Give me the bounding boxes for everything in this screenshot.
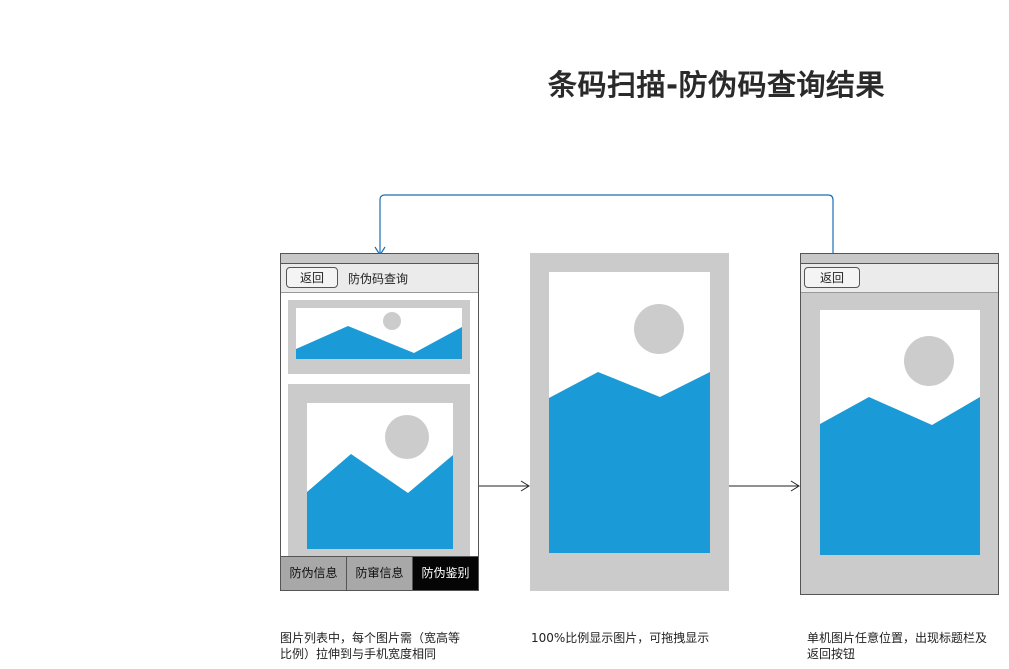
caption-screen2: 100%比例显示图片，可拖拽显示 xyxy=(531,630,709,646)
caption-line: 比例）拉伸到与手机宽度相同 xyxy=(280,647,437,661)
page-title: 条码扫描-防伪码查询结果 xyxy=(548,68,886,102)
tab-authentication[interactable]: 防伪鉴别 xyxy=(413,557,478,590)
image-placeholder-icon xyxy=(296,308,462,359)
bottom-tab-bar: 防伪信息 防窜信息 防伪鉴别 xyxy=(281,556,478,590)
image-placeholder-icon xyxy=(820,310,980,555)
caption-line: 图片列表中，每个图片需（宽高等 xyxy=(280,631,461,645)
arrow-1-to-2-head xyxy=(520,480,530,492)
status-bar xyxy=(801,254,998,264)
screen-image-list: 返回 防伪码查询 防伪信息 防窜信息 防伪鉴别 xyxy=(280,253,479,591)
screen-full-image[interactable] xyxy=(530,253,729,591)
image-item-portrait[interactable] xyxy=(288,384,470,556)
title-bar: 返回 防伪码查询 xyxy=(281,264,478,293)
status-bar xyxy=(281,254,478,264)
image-placeholder-icon xyxy=(549,272,710,553)
tab-anti-diversion-info[interactable]: 防窜信息 xyxy=(347,557,413,590)
caption-line: 返回按钮 xyxy=(807,647,856,661)
caption-screen3: 单机图片任意位置，出现标题栏及 返回按钮 xyxy=(807,630,987,662)
arrow-2-to-3-head xyxy=(790,480,800,492)
caption-line: 100%比例显示图片，可拖拽显示 xyxy=(531,631,710,645)
back-button[interactable]: 返回 xyxy=(804,267,860,288)
back-button[interactable]: 返回 xyxy=(286,267,338,288)
back-flow-line xyxy=(379,194,834,267)
tab-anti-counterfeit-info[interactable]: 防伪信息 xyxy=(281,557,347,590)
bar-title: 防伪码查询 xyxy=(348,272,409,286)
image-placeholder-icon xyxy=(307,403,453,549)
image-item-landscape[interactable] xyxy=(288,300,470,374)
caption-line: 单机图片任意位置，出现标题栏及 xyxy=(807,631,988,645)
title-bar: 返回 xyxy=(801,264,998,293)
caption-screen1: 图片列表中，每个图片需（宽高等 比例）拉伸到与手机宽度相同 xyxy=(280,630,460,662)
screen-image-with-titlebar[interactable]: 返回 xyxy=(800,253,999,595)
